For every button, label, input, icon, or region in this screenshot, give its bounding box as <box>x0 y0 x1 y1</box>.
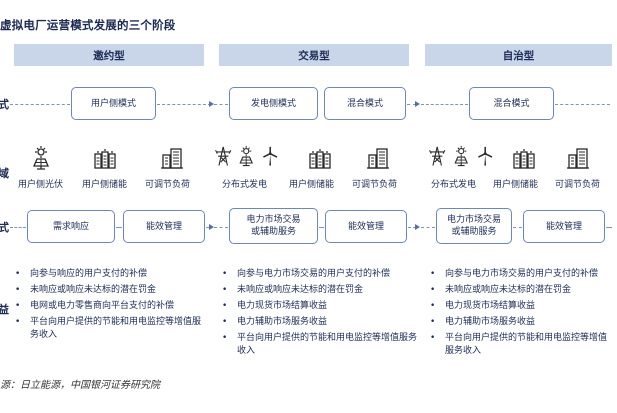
row-label-mode: 式 <box>0 98 9 111</box>
revenue-list-1: 向参与响应的用户支付的补偿 未响应或响应未达标的潜在罚金 电网或电力零售商向平台… <box>12 268 202 345</box>
stage-header-3: 自治型 <box>425 44 612 66</box>
connector-line <box>10 227 26 228</box>
connector-line <box>214 227 228 228</box>
resource-label: 用户侧光伏 <box>18 180 64 190</box>
list-item: 未响应或响应未达标的潜在罚金 <box>219 284 419 297</box>
arrow-icon <box>415 224 420 230</box>
energy-storage-icon <box>309 149 331 169</box>
resource-label: 可调节负荷 <box>352 180 398 190</box>
service-box-energy-mgmt: 能效管理 <box>325 210 407 243</box>
resource-label: 用户侧储能 <box>493 180 539 190</box>
list-item: 向参与电力市场交易的用户支付的补偿 <box>427 268 615 281</box>
mode-box-hybrid: 混合模式 <box>324 87 406 120</box>
list-item: 未响应或响应未达标的潜在罚金 <box>427 284 615 297</box>
stage-header-1: 邀约型 <box>14 44 204 66</box>
service-box-demand-response: 需求响应 <box>27 210 115 243</box>
row-label-service: 式 <box>0 221 9 234</box>
connector-line <box>10 104 70 105</box>
resource-label: 分布式发电 <box>222 180 268 190</box>
list-item: 向参与电力市场交易的用户支付的补偿 <box>219 268 419 281</box>
list-item: 未响应或响应未达标的潜在罚金 <box>12 284 202 297</box>
page-title: 虚拟电厂运营模式发展的三个阶段 <box>0 18 176 32</box>
service-box-energy-mgmt: 能效管理 <box>523 210 605 243</box>
adjustable-load-icon <box>160 148 184 169</box>
connector-line <box>214 104 228 105</box>
revenue-list-3: 向参与电力市场交易的用户支付的补偿 未响应或响应未达标的潜在罚金 电力现货市场结… <box>427 268 615 361</box>
solar-panel-icon <box>33 145 49 170</box>
connector-line <box>157 104 211 105</box>
list-item: 平台向用户提供的节能和用电监控等增值服务收入 <box>427 332 615 358</box>
list-item: 向参与响应的用户支付的补偿 <box>12 268 202 281</box>
connector-line <box>319 227 324 228</box>
resource-label: 用户侧储能 <box>82 180 128 190</box>
connector-line <box>408 227 416 228</box>
connector-line <box>421 104 468 105</box>
source-note: 源：日立能源，中国银河证券研究院 <box>0 380 160 391</box>
list-item: 电力现货市场结算收益 <box>427 300 615 313</box>
connector-line <box>606 227 612 228</box>
mode-box-user-side: 用户侧模式 <box>71 87 156 120</box>
connector-line <box>206 227 210 228</box>
list-item: 电力辅助市场服务收益 <box>427 316 615 329</box>
connector-line <box>555 104 610 105</box>
distributed-generation-icon <box>214 145 278 167</box>
resource-label: 可调节负荷 <box>555 180 601 190</box>
resource-label: 用户侧储能 <box>289 180 335 190</box>
revenue-list-2: 向参与电力市场交易的用户支付的补偿 未响应或响应未达标的潜在罚金 电力现货市场结… <box>219 268 419 361</box>
service-box-market-trading: 电力市场交易 或辅助服务 <box>229 208 318 244</box>
energy-storage-icon <box>94 149 116 169</box>
list-item: 电网或电力零售商向平台支付的补偿 <box>12 300 202 313</box>
arrow-icon <box>209 224 214 230</box>
connector-line <box>421 227 435 228</box>
distributed-generation-icon <box>428 145 493 167</box>
list-item: 电力辅助市场服务收益 <box>219 316 419 329</box>
adjustable-load-icon <box>366 148 390 169</box>
row-label-revenue: 益 <box>0 303 9 316</box>
stage-header-2: 交易型 <box>219 44 409 66</box>
arrow-icon <box>209 101 214 107</box>
energy-storage-icon <box>513 149 535 169</box>
resource-label: 分布式发电 <box>431 180 477 190</box>
list-item: 平台向用户提供的节能和用电监控等增值服务收入 <box>12 316 202 342</box>
connector-line <box>513 227 522 228</box>
resource-label: 可调节负荷 <box>145 180 191 190</box>
adjustable-load-icon <box>566 148 590 169</box>
service-box-energy-mgmt: 能效管理 <box>123 210 205 243</box>
service-box-market-trading: 电力市场交易 或辅助服务 <box>436 208 512 244</box>
arrow-icon <box>415 101 420 107</box>
mode-box-generation-side: 发电侧模式 <box>229 87 318 120</box>
mode-box-hybrid-3: 混合模式 <box>469 87 554 120</box>
connector-line <box>116 227 122 228</box>
row-label-domain: 域 <box>0 167 9 180</box>
list-item: 电力现货市场结算收益 <box>219 300 419 313</box>
list-item: 平台向用户提供的节能和用电监控等增值服务收入 <box>219 332 419 358</box>
connector-line <box>407 104 416 105</box>
